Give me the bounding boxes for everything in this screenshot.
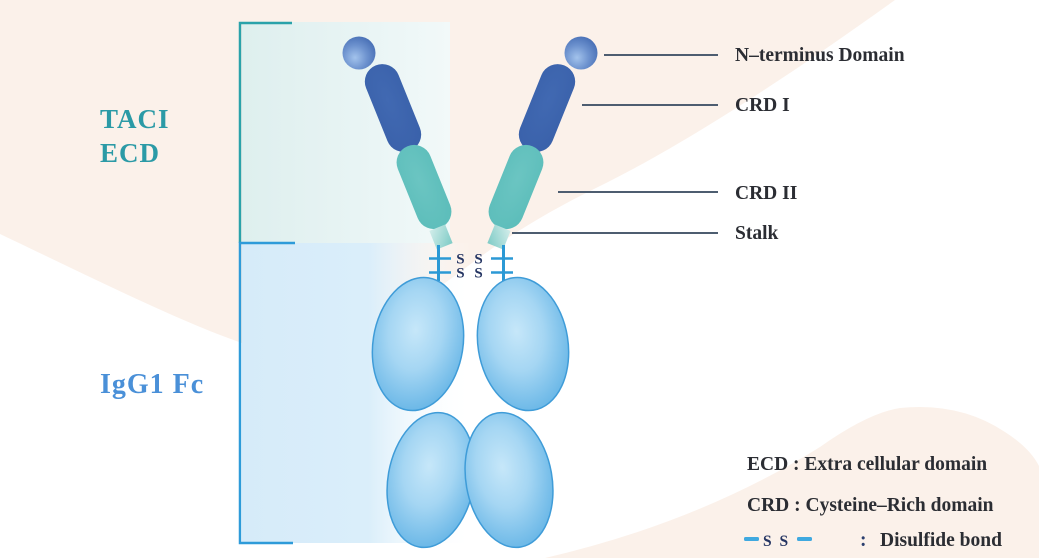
fc-domain-ovals: [371, 276, 570, 549]
crd1-capsule-right: [518, 64, 576, 152]
igg1-fc-label: IgG1 Fc: [100, 369, 204, 400]
disulfide-ss-row-bottom: S S: [456, 266, 485, 282]
crd2-capsule-left: [396, 144, 452, 230]
crd1-label: CRD I: [735, 95, 790, 116]
n-terminus-circle-right: [564, 36, 598, 70]
legend-ss-text: S S: [763, 533, 790, 550]
hinge-disulfide-region: S S S S: [429, 245, 513, 282]
stalk-segment-left: [429, 224, 453, 250]
fc-oval-top-right: [476, 276, 570, 412]
crd2-capsule-right: [488, 144, 544, 230]
legend-colon: :: [860, 530, 867, 551]
legend-ecd-definition: ECD : Extra cellular domain: [747, 454, 987, 475]
legend: ECD : Extra cellular domain CRD : Cystei…: [744, 454, 1002, 551]
legend-disulfide-definition: Disulfide bond: [880, 530, 1002, 551]
crd2-label: CRD II: [735, 183, 797, 204]
taci-bracket: [238, 21, 292, 243]
disulfide-ss-row-top: S S: [456, 252, 485, 268]
legend-dash-left-icon: [744, 537, 759, 541]
stalk-label: Stalk: [735, 223, 779, 244]
n-terminus-circle-left: [342, 36, 376, 70]
leader-lines: [512, 54, 718, 234]
taci-arm-left: [342, 36, 453, 250]
fc-oval-bottom-right: [464, 411, 554, 549]
taci-arm-right: [487, 36, 598, 250]
legend-disulfide-symbol: S S : Disulfide bond: [744, 530, 1002, 551]
crd1-capsule-left: [364, 64, 422, 152]
background-cream-corner: [545, 407, 1039, 558]
n-terminus-label: N–terminus Domain: [735, 45, 905, 66]
fc-oval-top-left: [371, 276, 465, 412]
taci-ecd-label-line2: ECD: [100, 138, 160, 168]
stalk-segment-right: [487, 224, 511, 250]
taci-ecd-label-line1: TACI: [100, 104, 170, 134]
igg1-bracket: [238, 241, 295, 545]
legend-crd-definition: CRD : Cysteine–Rich domain: [747, 495, 994, 516]
legend-dash-right-icon: [797, 537, 812, 541]
